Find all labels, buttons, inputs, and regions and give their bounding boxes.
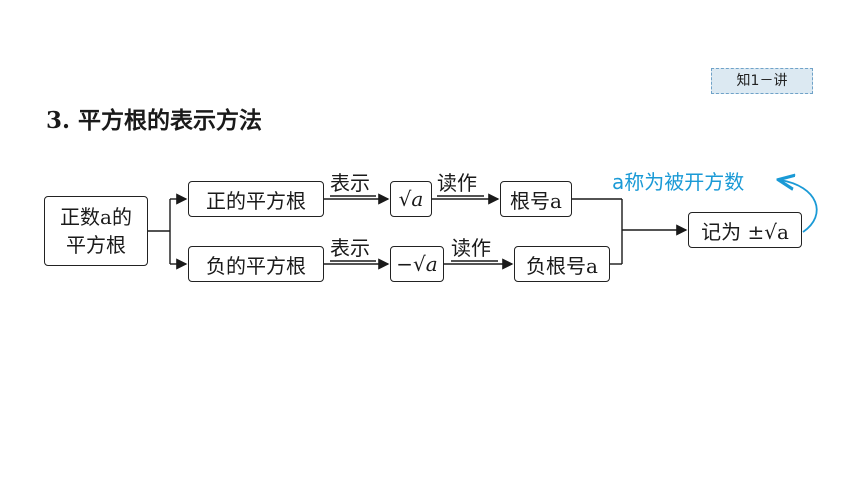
bottom-read-label: 读作 xyxy=(451,236,491,260)
positive-root-box: 正的平方根 xyxy=(188,181,324,217)
radicand-pointer-arrow xyxy=(780,180,818,233)
top-represent-label: 表示 xyxy=(330,171,370,195)
page-title: 3. 平方根的表示方法 xyxy=(46,107,263,134)
notation-box: 记为 ±√a xyxy=(688,212,802,248)
neg-radical-a-box: 负根号a xyxy=(514,246,610,282)
neg-sqrt-a-box: −√a xyxy=(390,246,444,282)
negative-root-box: 负的平方根 xyxy=(188,246,324,282)
source-line1: 正数a的 xyxy=(60,205,132,229)
radical-a-box: 根号a xyxy=(500,181,572,217)
top-read-label: 读作 xyxy=(437,171,477,195)
section-badge: 知1－讲 xyxy=(711,68,813,94)
sqrt-a-box: √a xyxy=(390,181,432,217)
radicand-note: a称为被开方数 xyxy=(612,170,745,194)
bottom-represent-label: 表示 xyxy=(330,236,370,260)
source-box: 正数a的 平方根 xyxy=(44,196,148,266)
source-line2: 平方根 xyxy=(66,233,126,257)
